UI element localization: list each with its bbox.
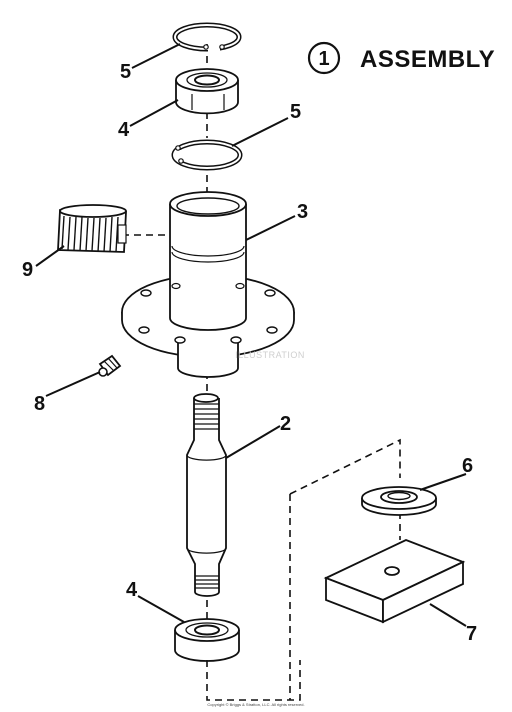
assembly-number-circle [307, 41, 341, 75]
callout-housing: 3 [297, 201, 308, 223]
assembly-title: 1 ASSEMBLY [307, 41, 495, 75]
callout-bearing-sleeve: 9 [22, 259, 33, 281]
spindle-shaft [186, 393, 227, 597]
callout-plate: 7 [466, 623, 477, 645]
snap-ring-mid [171, 139, 243, 171]
callout-washer: 6 [462, 455, 473, 477]
callout-bearing-bottom: 4 [126, 579, 138, 601]
watermark: ILLUSTRATION [235, 350, 305, 360]
grease-fitting [98, 354, 122, 377]
callout-bearing-top: 4 [118, 119, 130, 141]
bearing-sleeve [57, 204, 127, 253]
callout-spindle-shaft: 2 [280, 413, 291, 435]
snap-ring-top [172, 22, 242, 52]
callout-snap-ring-mid: 5 [290, 101, 301, 123]
copyright-text: Copyright © Briggs & Stratton, LLC. All … [207, 702, 304, 707]
bearing-top [175, 68, 239, 115]
washer [361, 486, 437, 516]
flange-bolt-holes [138, 282, 278, 344]
assembly-title-text: ASSEMBLY [360, 46, 495, 73]
callout-grease-fitting: 8 [34, 393, 45, 415]
bearing-bottom [174, 618, 240, 662]
leader-lines [35, 43, 467, 627]
callout-numbers: 5 4 5 3 9 8 2 6 4 7 [22, 61, 477, 645]
spindle-housing [121, 191, 295, 378]
assembly-number: 1 [318, 48, 329, 70]
callout-snap-ring-top: 5 [120, 61, 131, 83]
phantom-outline [206, 438, 401, 701]
plate [323, 539, 466, 624]
